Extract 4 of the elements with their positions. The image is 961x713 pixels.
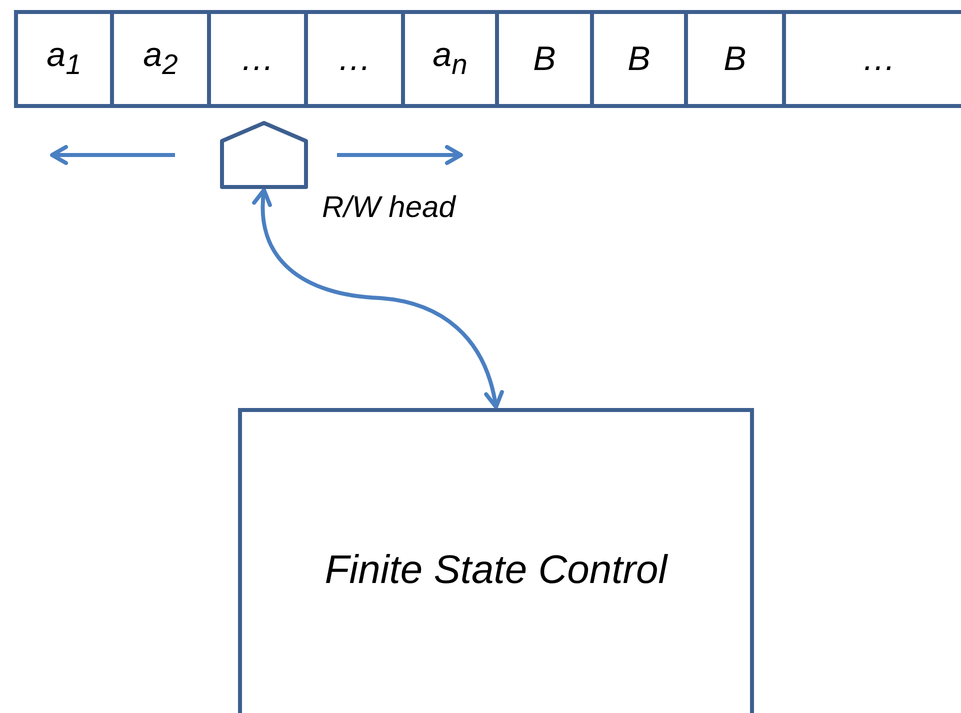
double-arrow — [252, 188, 504, 409]
control-box: Finite State Control — [238, 408, 754, 713]
read-write-head — [220, 121, 308, 189]
head-label: R/W head — [322, 191, 456, 225]
